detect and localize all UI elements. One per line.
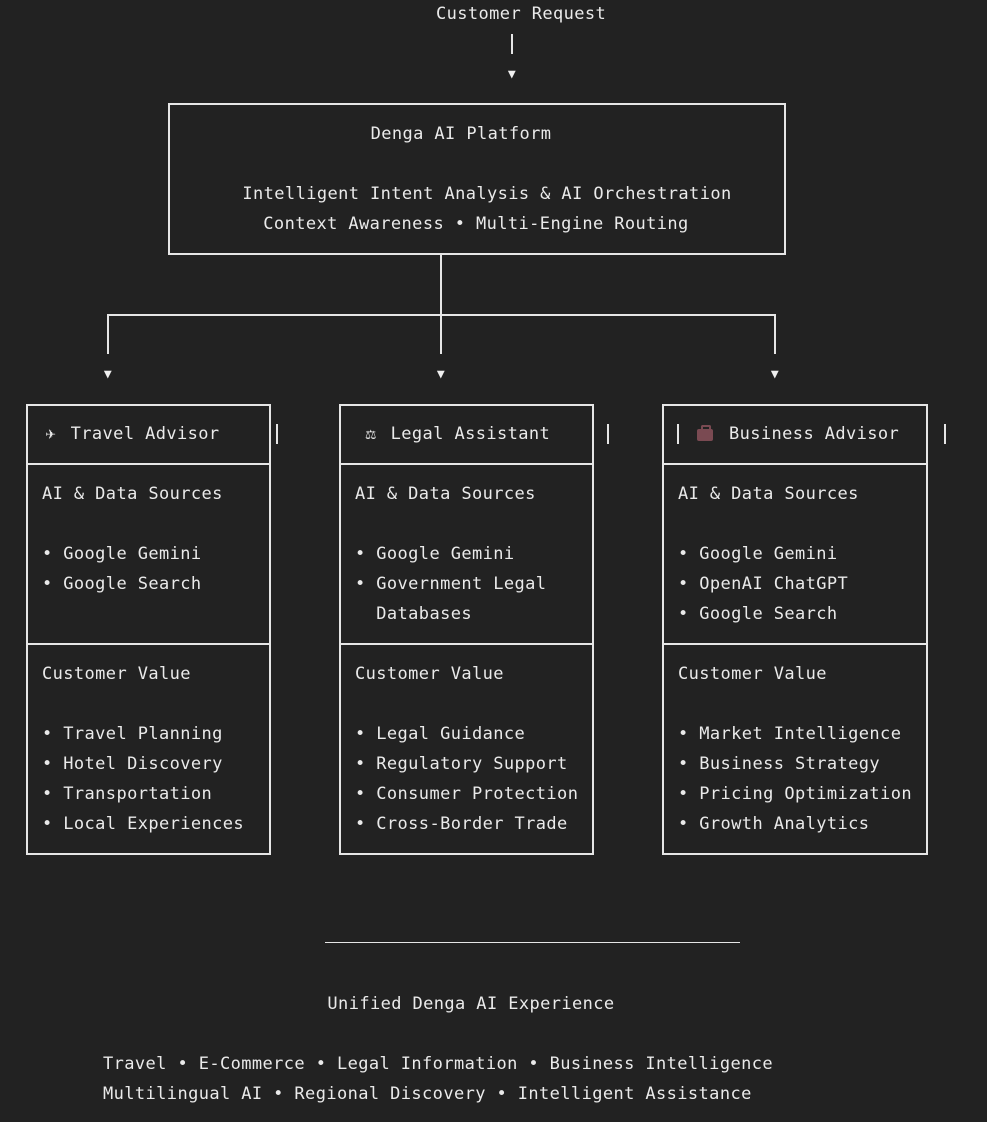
value-item: • Local Experiences <box>42 814 245 834</box>
down-arrow-icon: ▼ <box>436 367 446 382</box>
source-item: • Google Search <box>42 574 202 594</box>
value-item: • Cross-Border Trade <box>355 814 568 834</box>
connector-line <box>774 314 776 354</box>
value-item: • Growth Analytics <box>678 814 870 834</box>
customer-request-label: Customer Request <box>436 4 607 24</box>
value-heading: Customer Value <box>678 664 827 684</box>
source-item: • Google Gemini <box>42 544 202 564</box>
divider <box>662 463 928 465</box>
value-item: • Hotel Discovery <box>42 754 223 774</box>
source-item: • Government Legal <box>355 574 547 594</box>
business-advisor-title: Business Advisor <box>729 424 900 444</box>
value-item: • Business Strategy <box>678 754 881 774</box>
divider <box>662 643 928 645</box>
divider <box>26 643 271 645</box>
legal-assistant-card <box>339 404 594 855</box>
divider <box>339 643 594 645</box>
briefcase-icon <box>697 425 713 441</box>
footer-line-2: Multilingual AI • Regional Discovery • I… <box>103 1084 752 1104</box>
value-item: • Transportation <box>42 784 213 804</box>
platform-features: Context Awareness • Multi-Engine Routing <box>263 214 689 234</box>
footer-divider <box>325 942 740 943</box>
connector-line <box>440 314 442 354</box>
value-item: • Consumer Protection <box>355 784 579 804</box>
down-arrow-icon: ▼ <box>103 367 113 382</box>
connector-line <box>107 314 109 354</box>
sources-heading: AI & Data Sources <box>355 484 536 504</box>
source-item: • Google Gemini <box>355 544 515 564</box>
divider <box>276 424 278 444</box>
source-item: • Google Gemini <box>678 544 838 564</box>
divider <box>677 424 679 444</box>
scales-icon: ⚖ <box>365 424 377 444</box>
divider <box>26 463 271 465</box>
sources-heading: AI & Data Sources <box>678 484 859 504</box>
value-item: • Regulatory Support <box>355 754 568 774</box>
platform-description: Intelligent Intent Analysis & AI Orchest… <box>242 184 732 204</box>
connector-line <box>440 255 442 325</box>
value-heading: Customer Value <box>42 664 191 684</box>
airplane-icon: ✈ <box>45 424 57 444</box>
down-arrow-icon: ▼ <box>507 67 517 82</box>
divider <box>607 424 609 444</box>
legal-assistant-header: ⚖ Legal Assistant <box>362 424 550 444</box>
travel-advisor-title: Travel Advisor <box>70 424 220 444</box>
value-item: • Legal Guidance <box>355 724 526 744</box>
source-item: • Google Search <box>678 604 838 624</box>
platform-title: Denga AI Platform <box>370 124 552 144</box>
connector-line <box>511 34 513 54</box>
source-item: • OpenAI ChatGPT <box>678 574 849 594</box>
source-item: Databases <box>355 604 472 624</box>
travel-advisor-header: ✈ Travel Advisor <box>42 424 220 444</box>
value-item: • Market Intelligence <box>678 724 902 744</box>
footer-title: Unified Denga AI Experience <box>327 994 615 1014</box>
travel-advisor-card <box>26 404 271 855</box>
platform-box <box>168 103 786 255</box>
value-item: • Travel Planning <box>42 724 223 744</box>
footer-line-1: Travel • E-Commerce • Legal Information … <box>103 1054 773 1074</box>
value-heading: Customer Value <box>355 664 504 684</box>
legal-assistant-title: Legal Assistant <box>390 424 551 444</box>
value-item: • Pricing Optimization <box>678 784 912 804</box>
sources-heading: AI & Data Sources <box>42 484 223 504</box>
down-arrow-icon: ▼ <box>770 367 780 382</box>
divider <box>339 463 594 465</box>
business-advisor-card <box>662 404 928 855</box>
divider <box>944 424 946 444</box>
